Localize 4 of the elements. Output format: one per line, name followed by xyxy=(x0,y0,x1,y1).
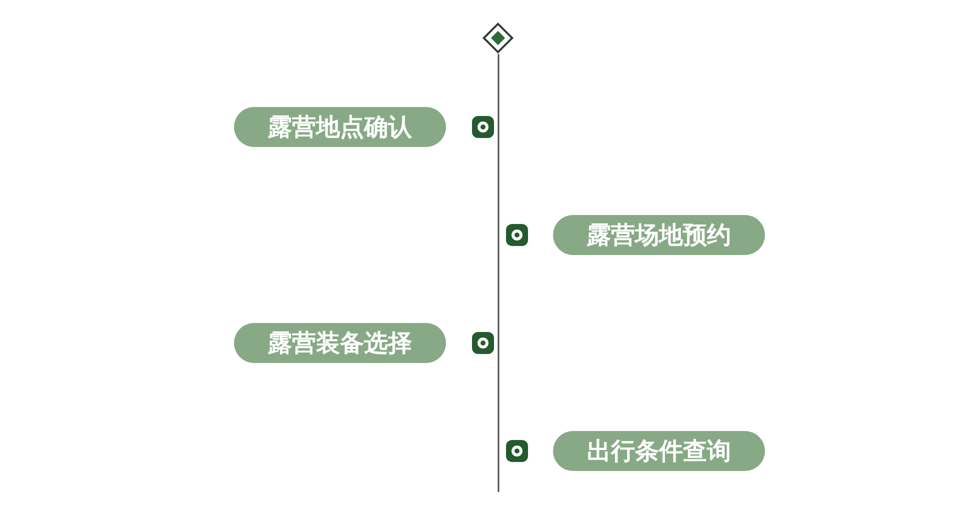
timeline-label: 露营装备选择 xyxy=(234,323,446,363)
timeline-label: 露营地点确认 xyxy=(234,107,446,147)
timeline-label: 露营场地预约 xyxy=(553,215,765,255)
timeline-label: 出行条件查询 xyxy=(553,431,765,471)
